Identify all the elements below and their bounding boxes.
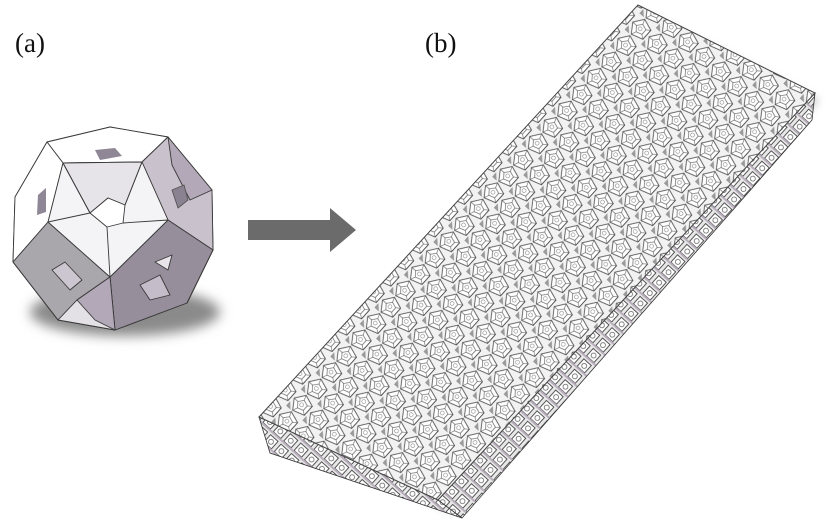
panel-label-a: (a): [15, 28, 45, 58]
slab-top-surface: [258, 4, 816, 501]
lattice-slab: [258, 4, 820, 519]
right-arrow-icon: [248, 208, 356, 252]
panel-label-b: (b): [425, 28, 457, 58]
dodecahedron-unit-cell: [12, 126, 220, 336]
